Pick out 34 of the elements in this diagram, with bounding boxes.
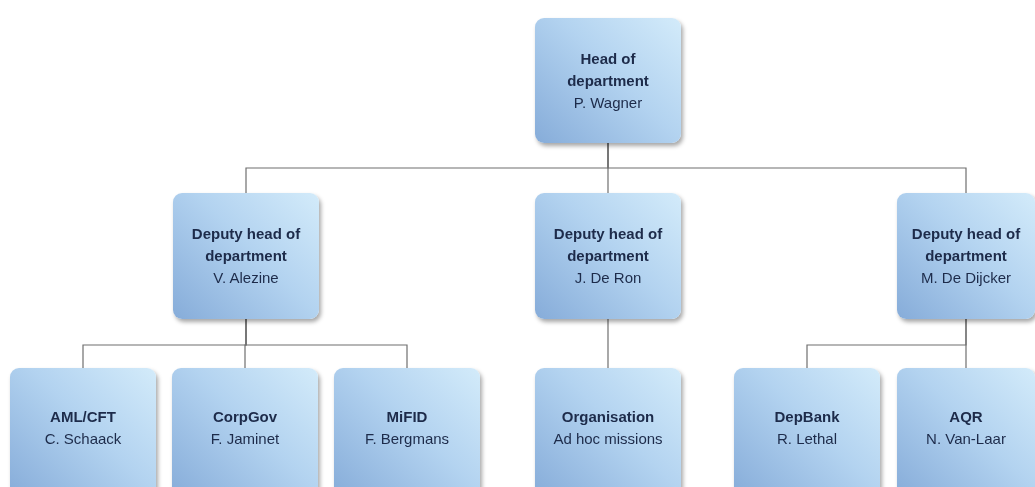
role-title: AQR: [949, 407, 983, 427]
connector-line: [245, 318, 408, 369]
person-name: N. Van-Laar: [926, 429, 1006, 449]
role-title: Deputy head of department: [190, 224, 302, 266]
role-title: Organisation: [561, 407, 655, 427]
person-name: F. Bergmans: [364, 429, 450, 449]
person-name: P. Wagner: [573, 92, 643, 113]
role-title: CorpGov: [212, 407, 278, 427]
connector-line: [965, 318, 967, 369]
org-box: [535, 18, 681, 143]
org-box: [173, 193, 319, 319]
role-title: Deputy head of department: [552, 224, 664, 266]
person-name: F. Jaminet: [210, 429, 280, 449]
connector-line: [607, 142, 967, 194]
person-name: M. De Dijcker: [921, 268, 1011, 288]
org-box: [334, 368, 480, 487]
org-box: [897, 193, 1035, 319]
connector-line: [607, 318, 609, 369]
org-box: [10, 368, 156, 487]
org-box: [897, 368, 1035, 487]
role-title: AML/CFT: [50, 407, 116, 427]
role-title: MiFID: [386, 407, 428, 427]
role-title: Deputy head of department: [910, 224, 1022, 266]
org-box: [535, 193, 681, 319]
person-name: R. Lethal: [776, 429, 837, 449]
org-box: [535, 368, 681, 487]
org-box: [172, 368, 318, 487]
person-name: J. De Ron: [574, 268, 642, 288]
person-name: C. Schaack: [44, 429, 122, 449]
person-name: Ad hoc missions: [553, 429, 663, 449]
org-box: [734, 368, 880, 487]
person-name: V. Alezine: [213, 268, 279, 288]
role-title: Head of department: [566, 48, 650, 91]
role-title: DepBank: [774, 407, 840, 427]
